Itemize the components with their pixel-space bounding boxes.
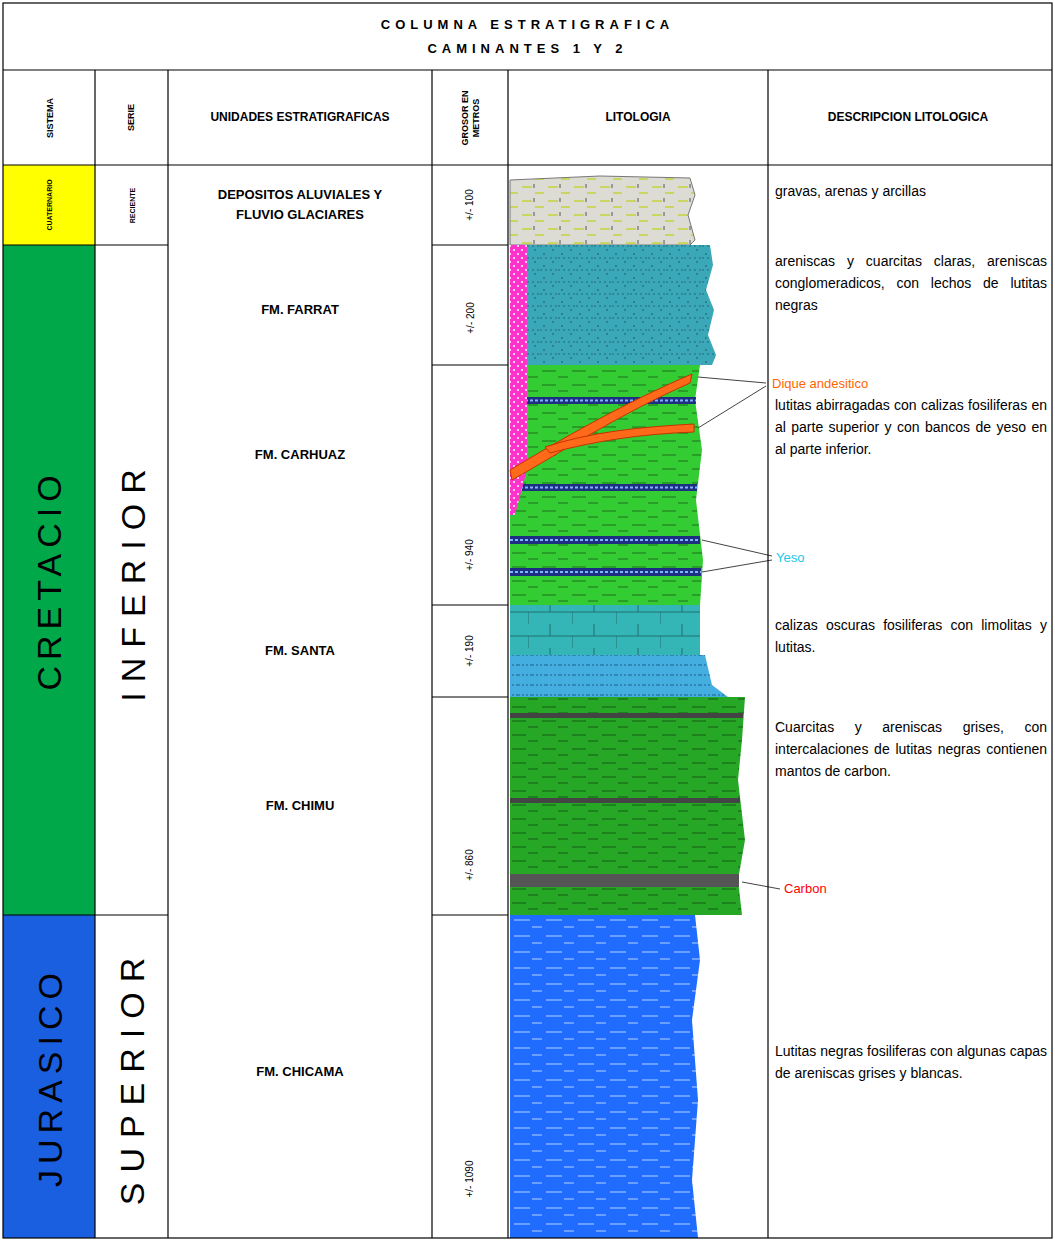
system-name: CRETACIO xyxy=(6,248,92,912)
column-header: GROSOR EN METROS xyxy=(435,73,505,162)
column-header: LITOLOGIA xyxy=(508,70,768,165)
column-header: UNIDADES ESTRATIGRAFICAS xyxy=(168,70,432,165)
formation-name: DEPOSITOS ALUVIALES Y FLUVIO GLACIARES xyxy=(198,165,402,245)
gravel-layer xyxy=(510,176,695,245)
callout-label: Dique andesitico xyxy=(770,375,870,393)
system-name: CUATERNARIO xyxy=(6,168,92,242)
thickness-value: +/- 940 xyxy=(435,508,505,602)
callout-label: Carbon xyxy=(782,880,829,898)
formation-name: FM. CHICAMA xyxy=(178,1052,422,1092)
quartzite-layer xyxy=(510,697,745,915)
column-header: SISTEMA xyxy=(6,73,92,162)
lithology-description: Cuarcitas y areniscas grises, con interc… xyxy=(775,716,1047,782)
formation-name: FM. CARHUAZ xyxy=(178,435,422,475)
lithology-description: lutitas abirragadas con calizas fosilife… xyxy=(775,394,1047,460)
table-grid xyxy=(3,3,1052,1238)
column-header: SERIE xyxy=(98,73,165,162)
series-name: SUPERIOR xyxy=(98,918,165,1235)
thickness-value: +/- 1090 xyxy=(435,1123,505,1235)
thickness-value: +/- 860 xyxy=(435,818,505,912)
lithology-description: areniscas y cuarcitas claras, areniscas … xyxy=(775,250,1047,316)
cretaceous-cell xyxy=(3,245,95,915)
black-shale-layer xyxy=(510,915,700,1238)
lithology-description: calizas oscuras fosiliferas con limolita… xyxy=(775,614,1047,658)
thickness-value: +/- 100 xyxy=(435,168,505,242)
thickness-value: +/- 190 xyxy=(435,608,505,694)
thickness-value: +/- 200 xyxy=(435,273,505,362)
quaternary-cell xyxy=(3,165,95,245)
jurassic-cell xyxy=(3,915,95,1238)
system-name: JURASICO xyxy=(6,918,92,1235)
formation-name: FM. CHIMU xyxy=(178,786,422,826)
andesite-dike xyxy=(545,424,694,453)
shale-layer xyxy=(510,365,703,605)
coal-seams xyxy=(510,713,743,887)
sandstone-layer xyxy=(510,245,716,365)
formation-name: FM. FARRAT xyxy=(178,290,422,330)
series-name: RECIENTE xyxy=(98,168,165,242)
callout-label: Yeso xyxy=(774,549,806,567)
column-header: DESCRIPCION LITOLOGICA xyxy=(766,70,1050,165)
lithology-description: Lutitas negras fosiliferas con algunas c… xyxy=(775,1040,1047,1084)
limestone-layer xyxy=(510,605,700,655)
diagram-title: COLUMNA ESTRATIGRAFICA CAMINANTES 1 Y 2 xyxy=(317,8,738,66)
formation-name: FM. SANTA xyxy=(178,631,422,671)
lithology-description: gravas, arenas y arcillas xyxy=(775,180,1047,202)
siltstone-layer xyxy=(510,655,728,697)
series-name: INFERIOR xyxy=(98,248,165,912)
